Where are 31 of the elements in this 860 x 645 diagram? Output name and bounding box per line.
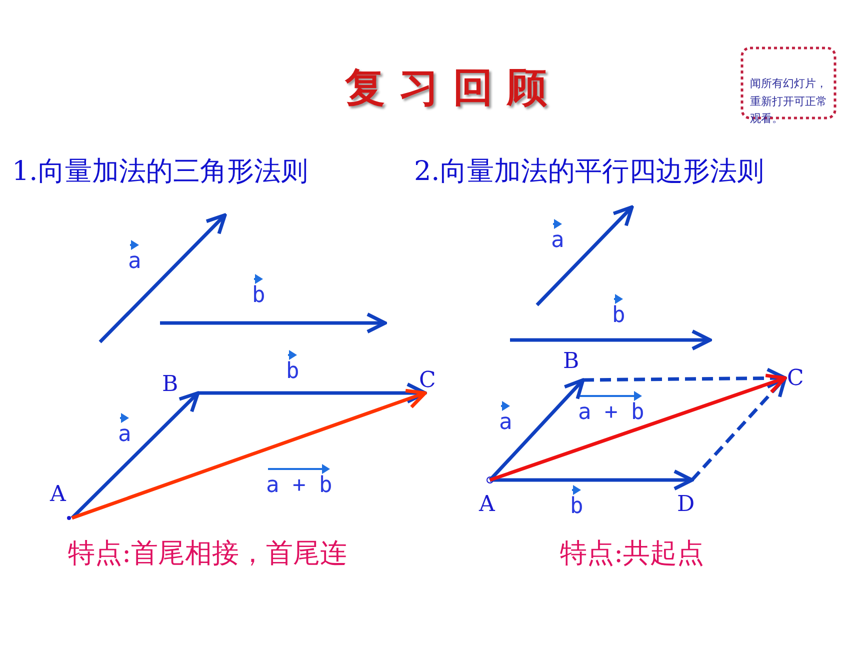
section-heading: 1.向量加法的三角形法则: [12, 158, 308, 185]
vector-label: b: [252, 276, 266, 307]
edge-label: a: [118, 415, 132, 446]
arrow: [489, 374, 787, 482]
dashed-arrow: [690, 376, 787, 482]
arrow: [490, 470, 694, 490]
note-text: 闻所有幻灯片，重新打开可正常观看。: [750, 77, 828, 128]
arrow: [70, 391, 200, 520]
edge-label: a: [499, 403, 512, 434]
vector-label: b: [612, 296, 626, 327]
point-label: A: [50, 484, 66, 506]
arrow: [488, 378, 585, 482]
arrow: [71, 388, 427, 520]
edge-label: b: [286, 352, 300, 383]
point-label: C: [419, 370, 436, 392]
point-label: C: [787, 368, 804, 390]
edge-label: a + b: [266, 466, 332, 497]
dashed-arrow: [582, 368, 787, 389]
vector-label: a: [551, 221, 564, 252]
vector-label: a: [128, 242, 142, 273]
point-label: A: [479, 494, 495, 516]
feature-note: 特点:共起点: [560, 540, 704, 567]
feature-note: 特点:首尾相接，首尾连: [68, 540, 348, 567]
edge-label: b: [570, 487, 584, 518]
point-label: B: [563, 351, 580, 373]
section-heading: 2.向量加法的平行四边形法则: [414, 158, 764, 185]
arrow: [198, 382, 427, 404]
title: 复习回顾: [345, 68, 561, 108]
edge-label: a + b: [578, 393, 644, 424]
point-label: D: [677, 494, 695, 516]
point-label: B: [162, 374, 178, 396]
